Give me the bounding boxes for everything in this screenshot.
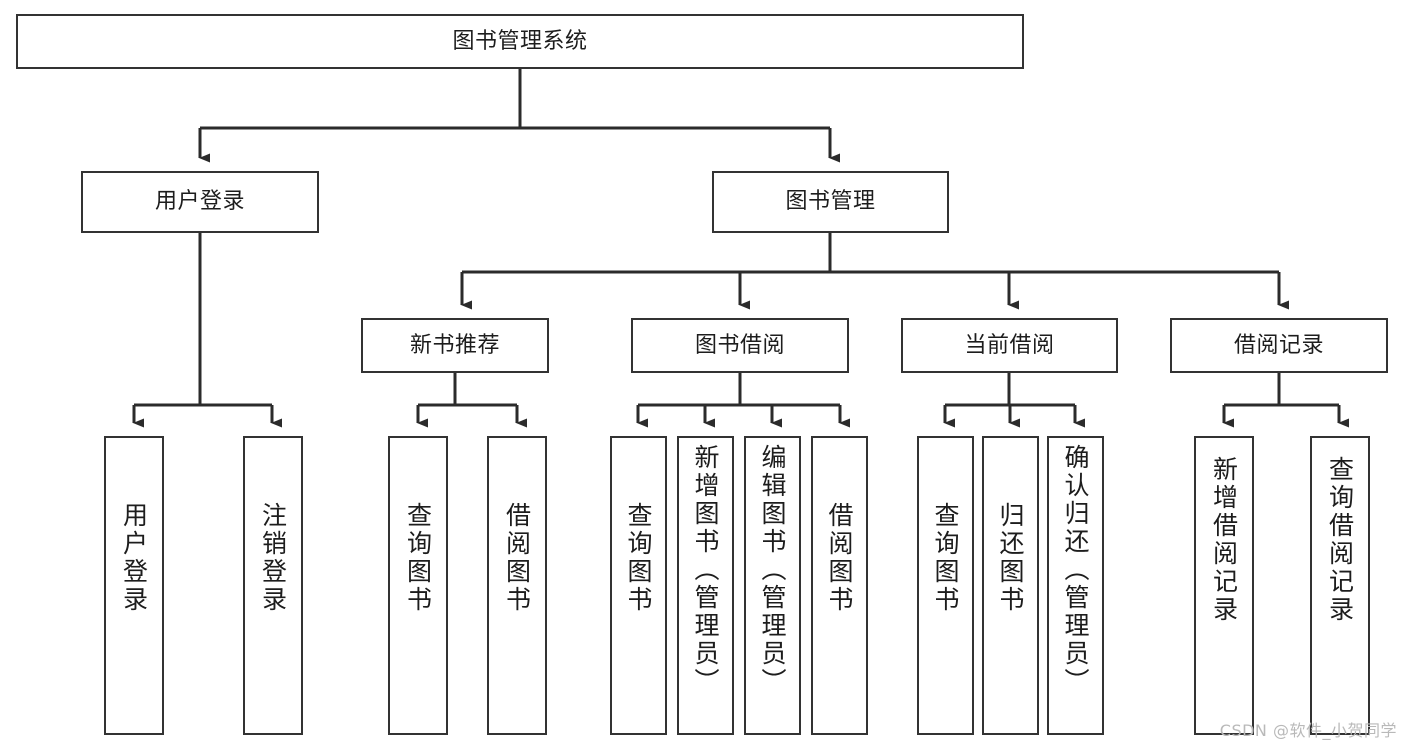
node-user-login[interactable]: 用户登录 bbox=[81, 171, 319, 233]
node-borrow-record[interactable]: 借阅记录 bbox=[1170, 318, 1388, 373]
node-leaf-query-book-1[interactable]: 查询图书 bbox=[388, 436, 448, 735]
node-leaf-logout[interactable]: 注销登录 bbox=[243, 436, 303, 735]
node-leaf-borrow-book-2[interactable]: 借阅图书 bbox=[811, 436, 868, 735]
node-root[interactable]: 图书管理系统 bbox=[16, 14, 1024, 69]
node-leaf-borrow-book-2-label: 借阅图书 bbox=[825, 502, 854, 614]
node-leaf-return-book[interactable]: 归还图书 bbox=[982, 436, 1039, 735]
node-book-manage[interactable]: 图书管理 bbox=[712, 171, 949, 233]
node-leaf-edit-book-label: 编辑图书（管理员） bbox=[758, 444, 787, 696]
node-leaf-query-book-2[interactable]: 查询图书 bbox=[610, 436, 667, 735]
node-user-login-label: 用户登录 bbox=[154, 189, 245, 215]
node-new-book-recommend[interactable]: 新书推荐 bbox=[361, 318, 549, 373]
node-book-borrow-label: 图书借阅 bbox=[694, 332, 785, 358]
node-leaf-confirm-return[interactable]: 确认归还（管理员） bbox=[1047, 436, 1104, 735]
node-borrow-record-label: 借阅记录 bbox=[1233, 332, 1324, 358]
node-current-borrow-label: 当前借阅 bbox=[964, 332, 1055, 358]
node-leaf-logout-label: 注销登录 bbox=[258, 502, 288, 614]
node-leaf-query-book-3[interactable]: 查询图书 bbox=[917, 436, 974, 735]
node-leaf-query-book-2-label: 查询图书 bbox=[624, 502, 653, 614]
node-leaf-add-record[interactable]: 新增借阅记录 bbox=[1194, 436, 1254, 735]
node-leaf-query-record-label: 查询借阅记录 bbox=[1325, 456, 1355, 624]
node-leaf-query-book-3-label: 查询图书 bbox=[931, 502, 960, 614]
node-leaf-confirm-return-label: 确认归还（管理员） bbox=[1061, 444, 1090, 696]
node-leaf-user-login-label: 用户登录 bbox=[119, 502, 149, 614]
node-current-borrow[interactable]: 当前借阅 bbox=[901, 318, 1118, 373]
node-leaf-add-book[interactable]: 新增图书（管理员） bbox=[677, 436, 734, 735]
node-leaf-add-book-label: 新增图书（管理员） bbox=[691, 444, 720, 696]
node-book-manage-label: 图书管理 bbox=[785, 189, 876, 215]
node-root-label: 图书管理系统 bbox=[452, 28, 588, 54]
node-leaf-add-record-label: 新增借阅记录 bbox=[1209, 456, 1239, 624]
node-leaf-borrow-book-1-label: 借阅图书 bbox=[502, 502, 532, 614]
watermark: CSDN @软件_小贺同学 bbox=[1219, 721, 1397, 740]
node-book-borrow[interactable]: 图书借阅 bbox=[631, 318, 849, 373]
node-leaf-query-record[interactable]: 查询借阅记录 bbox=[1310, 436, 1370, 735]
node-leaf-query-book-1-label: 查询图书 bbox=[403, 502, 433, 614]
node-leaf-edit-book[interactable]: 编辑图书（管理员） bbox=[744, 436, 801, 735]
node-new-book-recommend-label: 新书推荐 bbox=[409, 332, 500, 358]
node-leaf-user-login[interactable]: 用户登录 bbox=[104, 436, 164, 735]
node-leaf-borrow-book-1[interactable]: 借阅图书 bbox=[487, 436, 547, 735]
node-leaf-return-book-label: 归还图书 bbox=[996, 502, 1025, 614]
